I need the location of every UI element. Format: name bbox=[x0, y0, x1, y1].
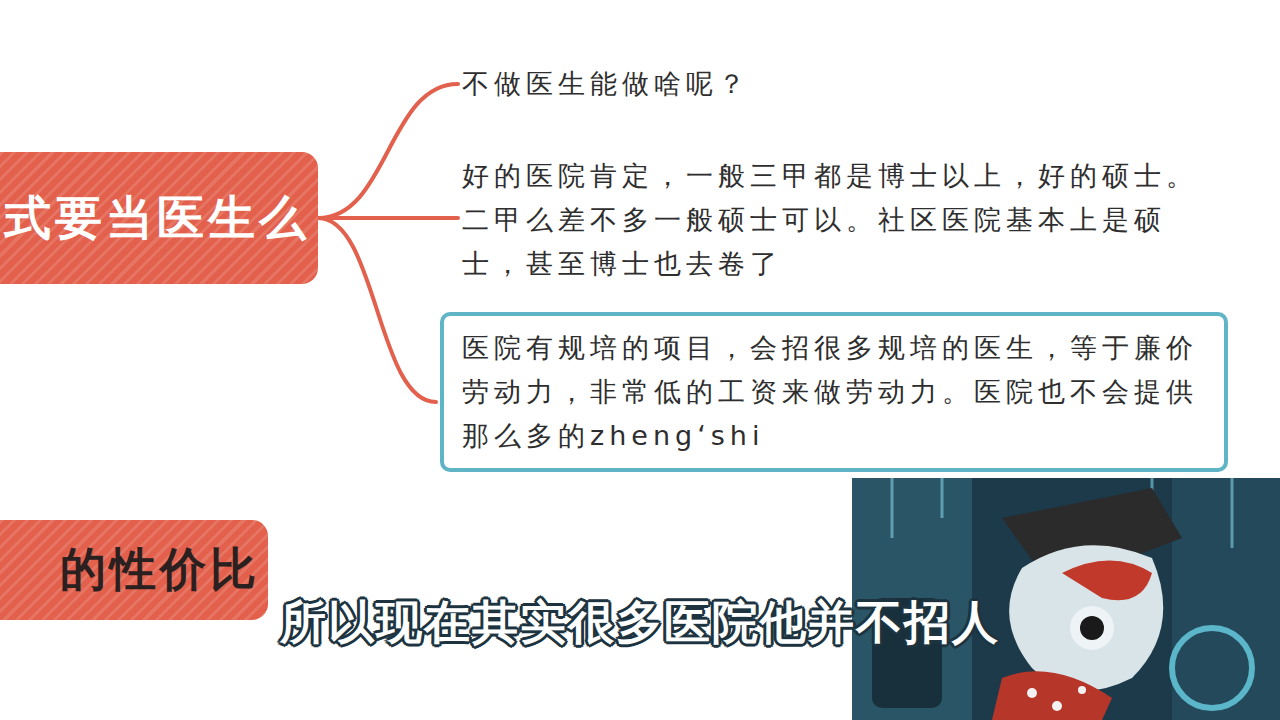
topic-box: 的性价比 bbox=[0, 520, 268, 620]
node-text: 式要当医生么 bbox=[4, 186, 310, 250]
branch-curve bbox=[318, 84, 458, 218]
node-text: 的性价比 bbox=[60, 539, 260, 601]
branch-text: 好的医院肯定，一般三甲都是博士以上，好的硕士。二甲么差不多一般硕士可以。社区医院… bbox=[462, 154, 1218, 286]
branch-curve bbox=[318, 218, 436, 402]
node-text: 医院有规培的项目，会招很多规培的医生，等于廉价劳动力，非常低的工资来做劳动力。医… bbox=[462, 326, 1206, 458]
subtitle: 所以现在其实很多医院他并不招人 bbox=[240, 592, 1040, 654]
node-text: 好的医院肯定，一般三甲都是博士以上，好的硕士。二甲么差不多一般硕士可以。社区医院… bbox=[462, 154, 1218, 286]
branch-text: 不做医生能做啥呢？ bbox=[462, 62, 1162, 106]
topic-box: 式要当医生么 bbox=[0, 152, 318, 284]
branch-box: 医院有规培的项目，会招很多规培的医生，等于廉价劳动力，非常低的工资来做劳动力。医… bbox=[440, 312, 1228, 472]
branch-curve bbox=[318, 216, 458, 220]
node-text: 不做医生能做啥呢？ bbox=[462, 62, 1162, 106]
